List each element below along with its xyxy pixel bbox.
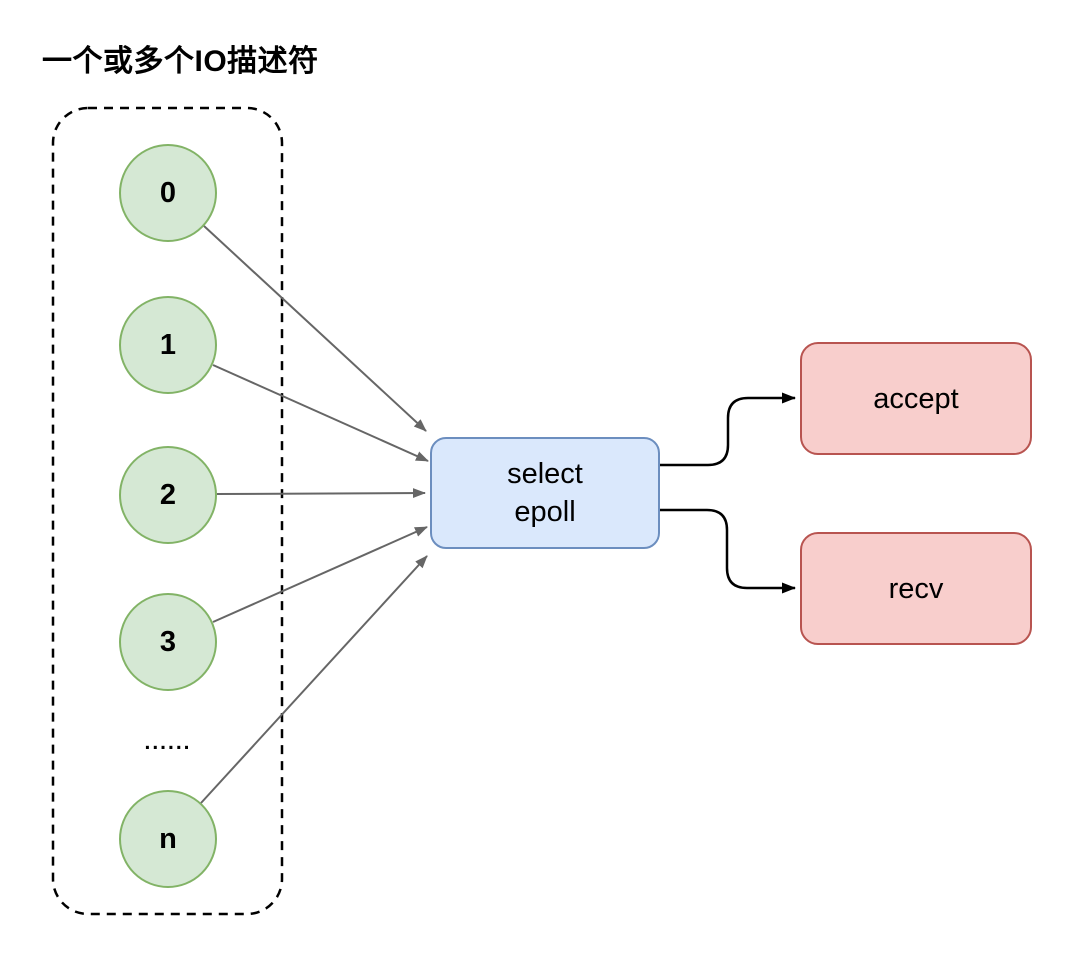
arrow-fd3-to-select <box>212 526 428 623</box>
arrow-fdn-to-select <box>200 555 428 804</box>
select-label-line1: select <box>507 458 583 490</box>
recv-label: recv <box>888 572 944 605</box>
node-accept: accept <box>800 342 1032 455</box>
node-fd-0: 0 <box>119 144 217 242</box>
node-fd-1-label: 1 <box>159 328 177 361</box>
node-fd-0-label: 0 <box>159 176 177 209</box>
accept-label: accept <box>873 382 959 415</box>
select-label-line2: epoll <box>514 496 576 528</box>
fd-group-container <box>51 106 284 916</box>
node-fd-3: 3 <box>119 593 217 691</box>
arrow-fd1-to-select <box>212 364 429 462</box>
diagram-title: 一个或多个IO描述符 <box>42 45 319 78</box>
node-select-epoll: select epoll <box>430 437 660 549</box>
node-fd-2-label: 2 <box>159 478 177 511</box>
arrow-fd2-to-select <box>216 488 426 499</box>
arrow-select-to-recv <box>660 508 796 594</box>
fd-ellipsis: ...... <box>144 731 192 754</box>
node-recv: recv <box>800 532 1032 645</box>
arrow-select-to-accept <box>660 392 796 467</box>
arrow-fd0-to-select <box>203 225 427 432</box>
node-fd-2: 2 <box>119 446 217 544</box>
node-fd-3-label: 3 <box>159 625 177 658</box>
node-fd-n-label: n <box>159 822 177 855</box>
node-fd-1: 1 <box>119 296 217 394</box>
node-fd-n: n <box>119 790 217 888</box>
